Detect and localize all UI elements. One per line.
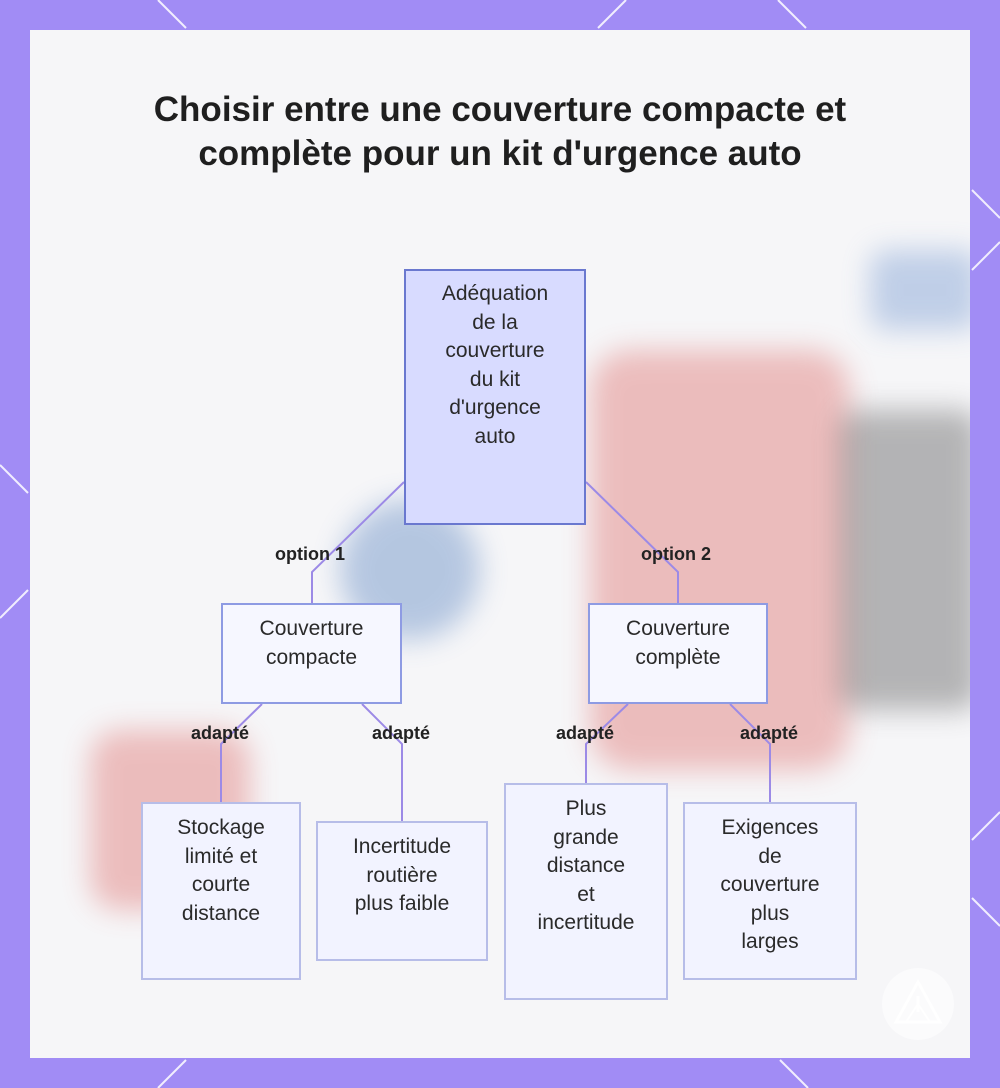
connector-complete-leaf-1 [585, 703, 629, 783]
edge-label-option-1: option 1 [275, 544, 345, 564]
warning-triangle-logo-icon [882, 968, 954, 1040]
connector-root-complete [585, 481, 679, 603]
background-photo-blob [870, 250, 970, 330]
connector-complete-leaf-2 [729, 703, 771, 802]
edge-label-adapte: adapté [555, 723, 615, 743]
background-photo-blob [840, 410, 970, 710]
edge-label-adapte: adapté [739, 723, 799, 743]
diagram-title: Choisir entre une couverture compacte et… [153, 90, 847, 173]
connector-compact-leaf-1 [220, 703, 263, 802]
edge-label-option-2: option 2 [641, 544, 711, 564]
connector-root-compact [311, 481, 405, 603]
edge-label-adapte: adapté [190, 723, 250, 743]
edge-label-adapte: adapté [371, 723, 431, 743]
connector-compact-leaf-2 [361, 703, 403, 821]
